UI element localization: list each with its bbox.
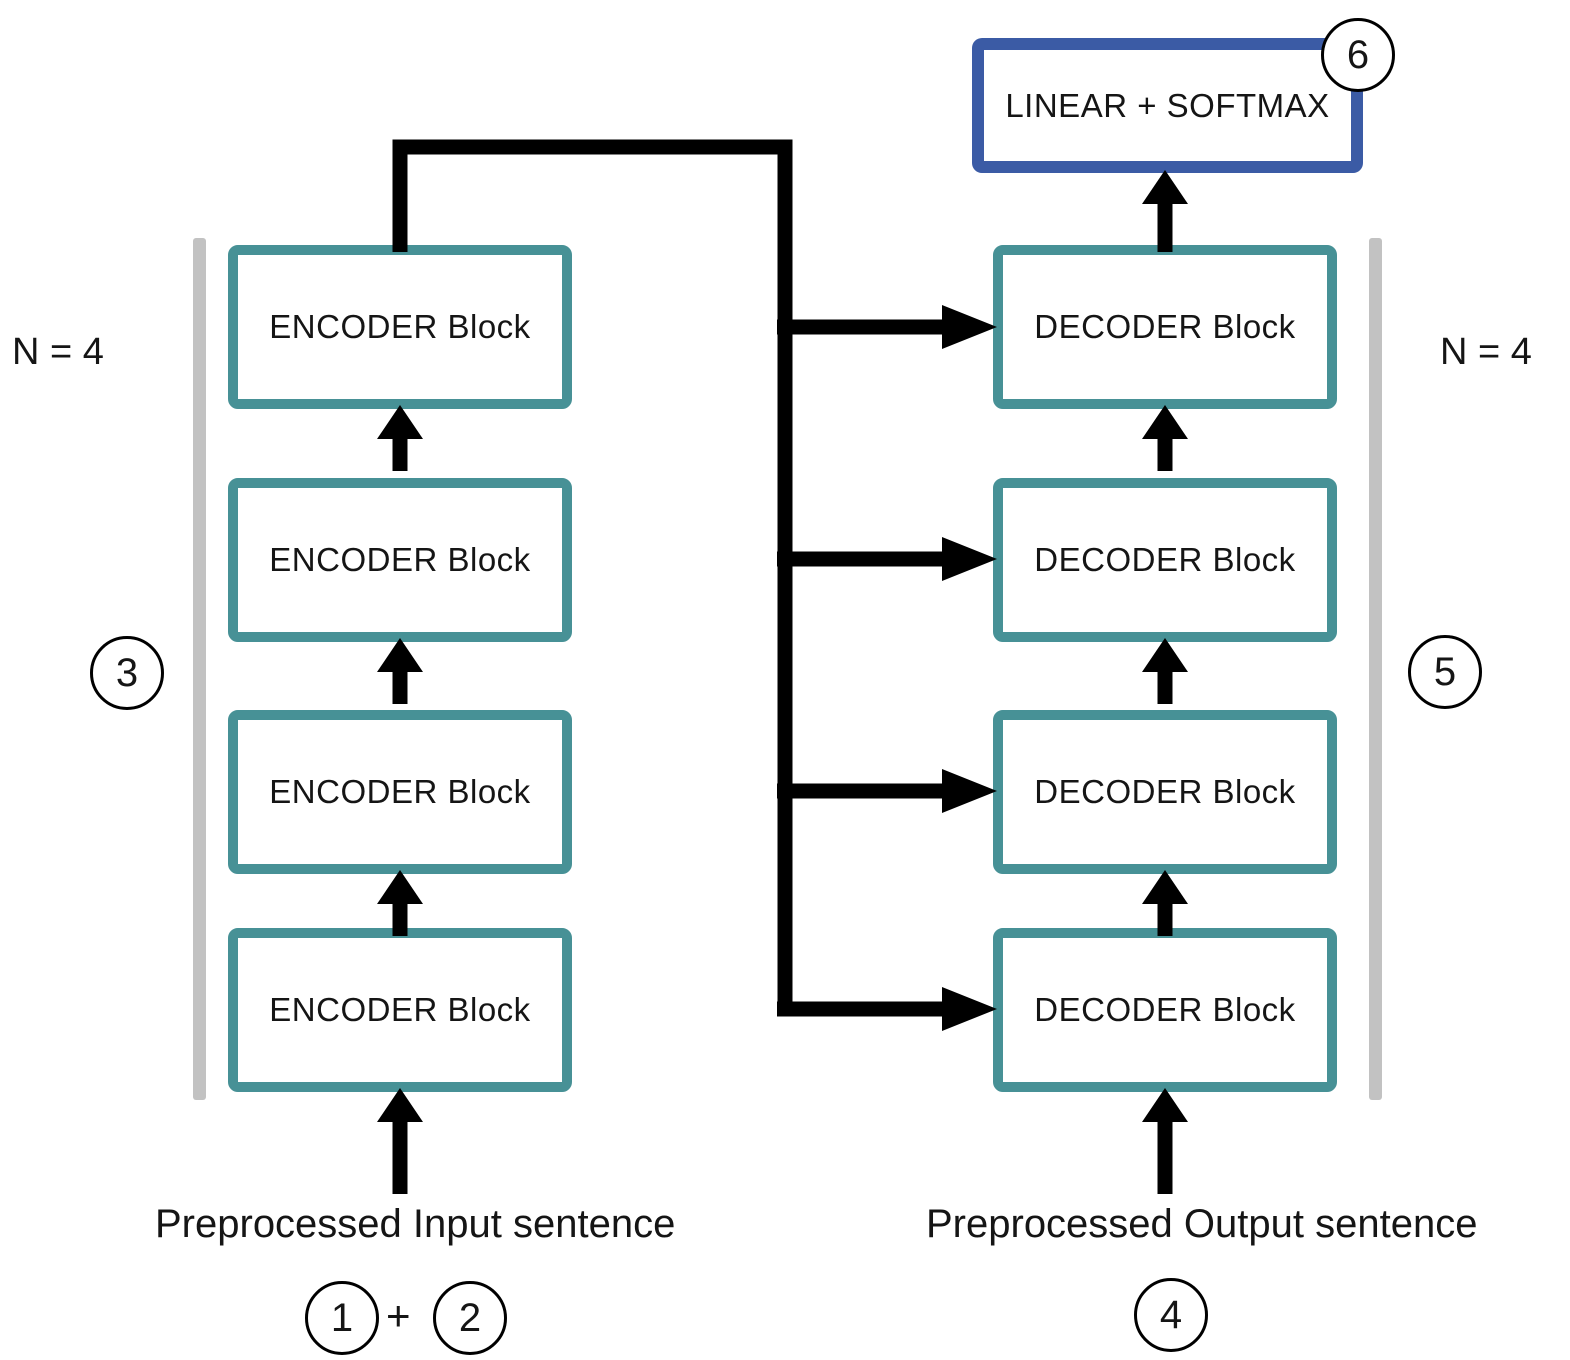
encoder4-to-encoder3-arrow xyxy=(377,870,423,936)
decoder-block-4: DECODER Block xyxy=(993,928,1337,1092)
decoder-block-1: DECODER Block xyxy=(993,245,1337,409)
encoder-block-2: ENCODER Block xyxy=(228,478,572,642)
step-marker-1: 1 xyxy=(305,1281,379,1355)
encoder-block-4: ENCODER Block xyxy=(228,928,572,1092)
step-marker-6: 6 xyxy=(1321,18,1395,92)
step-marker-5: 5 xyxy=(1408,635,1482,709)
output-to-decoder4-arrow xyxy=(1142,1088,1188,1194)
trunk-branch-arrow-decoder-2 xyxy=(777,537,997,581)
linear-softmax-box: LINEAR + SOFTMAX xyxy=(972,38,1363,173)
trunk-branch-arrow-decoder-4 xyxy=(777,987,997,1031)
decoder-stack-bracket-bar xyxy=(1369,238,1382,1100)
decoder-stack-count-label: N = 4 xyxy=(1440,331,1532,373)
decoder2-to-decoder1-arrow xyxy=(1142,405,1188,471)
encoder-block-1: ENCODER Block xyxy=(228,245,572,409)
decoder-block-2: DECODER Block xyxy=(993,478,1337,642)
trunk-branch-arrow-decoder-1 xyxy=(777,305,997,349)
decoder3-to-decoder2-arrow xyxy=(1142,638,1188,704)
decoder1-to-linear-softmax-arrow xyxy=(1142,170,1188,252)
decoder4-to-decoder3-arrow xyxy=(1142,870,1188,936)
step-marker-2: 2 xyxy=(433,1281,507,1355)
input-sentence-caption: Preprocessed Input sentence xyxy=(155,1202,676,1246)
step-marker-3: 3 xyxy=(90,636,164,710)
encoder-stack-count-label: N = 4 xyxy=(12,331,104,373)
step-marker-4: 4 xyxy=(1134,1278,1208,1352)
plus-sign: + xyxy=(386,1292,411,1339)
encoder-block-3: ENCODER Block xyxy=(228,710,572,874)
output-sentence-caption: Preprocessed Output sentence xyxy=(926,1202,1478,1246)
input-to-encoder4-arrow xyxy=(377,1088,423,1194)
encoder2-to-encoder1-arrow xyxy=(377,405,423,471)
encoder-stack-bracket-bar xyxy=(193,238,206,1100)
decoder-block-3: DECODER Block xyxy=(993,710,1337,874)
encoder3-to-encoder2-arrow xyxy=(377,638,423,704)
trunk-branch-arrow-decoder-3 xyxy=(777,769,997,813)
